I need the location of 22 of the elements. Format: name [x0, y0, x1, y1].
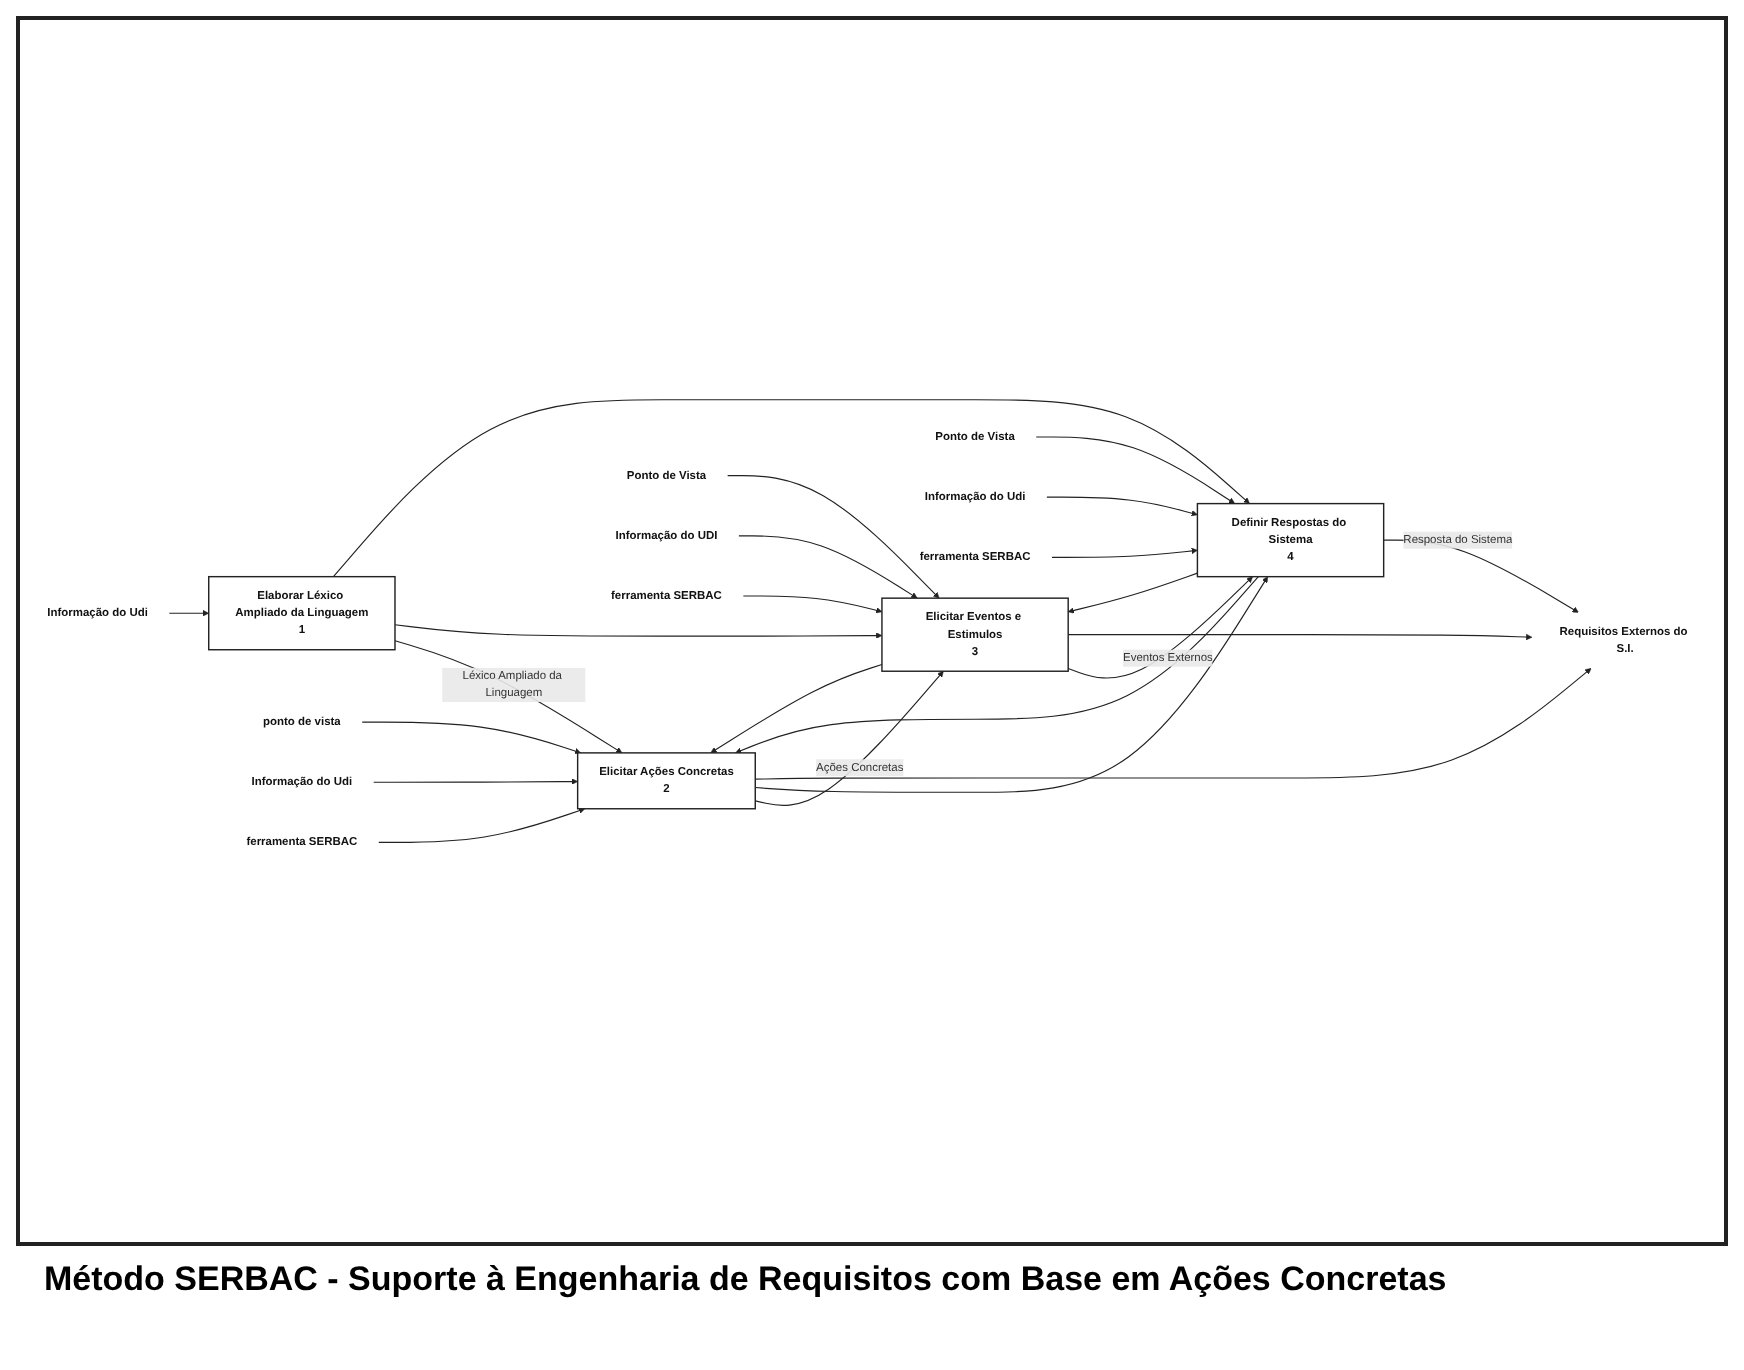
arrow [735, 576, 1259, 754]
arrow [1046, 496, 1198, 517]
arrow [1067, 572, 1198, 614]
arrow [394, 640, 623, 754]
arrow [710, 664, 883, 754]
arrow [373, 778, 578, 785]
arrow [754, 671, 944, 807]
arrow [394, 624, 883, 639]
arrow [738, 535, 918, 599]
arrow [361, 721, 582, 755]
arrow [727, 475, 940, 599]
arrow [754, 668, 1592, 780]
arrow [168, 610, 209, 617]
arrow [754, 576, 1268, 794]
arrow [378, 807, 586, 844]
caption: Método SERBAC - Suporte à Engenharia de Requisitos com Base em Ações Concretas [42, 1260, 1449, 1300]
arrow [1067, 634, 1533, 641]
arrow [742, 595, 883, 614]
arrow [1035, 436, 1235, 505]
arrow [1051, 548, 1198, 559]
arrow [1067, 576, 1253, 679]
arrow [332, 399, 1250, 578]
